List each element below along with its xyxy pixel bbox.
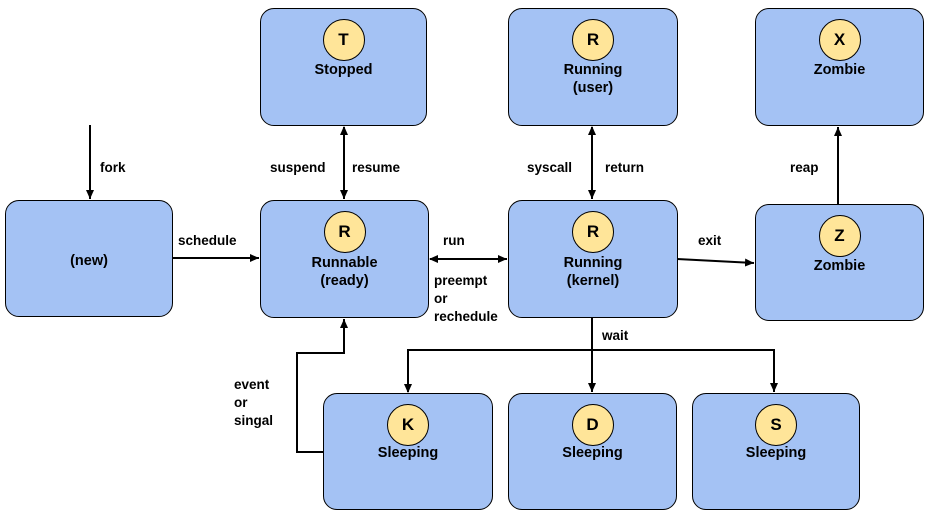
state-letter: Z: [818, 215, 861, 257]
edge-label-syscall: syscall: [527, 160, 573, 175]
node-running-user: R Running (user): [508, 8, 678, 126]
exit-arrow: [676, 258, 755, 267]
state-letter: K: [387, 404, 429, 446]
state-label: Sleeping: [562, 445, 623, 461]
node-sleeping-k: K Sleeping: [323, 393, 493, 510]
node-zombie: Z Zombie: [755, 204, 924, 321]
state-letter: T: [322, 19, 365, 61]
node-stopped: T Stopped: [260, 8, 427, 126]
state-letter: R: [323, 211, 366, 253]
state-letter: R: [572, 19, 614, 61]
edge-label-run: run: [443, 233, 465, 248]
state-label: Running (user): [563, 62, 623, 96]
state-label: Sleeping: [745, 445, 807, 461]
node-sleeping-d: D Sleeping: [508, 393, 677, 510]
edge-label-exit: exit: [698, 233, 722, 248]
event-signal-arrow: [296, 319, 348, 453]
state-label: Runnable (ready): [311, 255, 378, 289]
state-label: Running (kernel): [563, 255, 623, 289]
edge-label-return: return: [605, 160, 645, 175]
state-letter: X: [818, 19, 861, 61]
state-label: Sleeping: [377, 445, 439, 461]
state-label: Zombie: [813, 258, 866, 274]
edge-label-reap: reap: [790, 160, 819, 175]
state-label: (new): [70, 253, 108, 269]
node-zombie-top: X Zombie: [755, 8, 924, 126]
state-label: Stopped: [314, 62, 373, 78]
node-runnable: R Runnable (ready): [260, 200, 429, 318]
edge-label-wait: wait: [602, 328, 629, 343]
state-letter: D: [571, 404, 614, 446]
edge-label-suspend: suspend: [270, 160, 326, 175]
edge-label-fork: fork: [100, 160, 126, 175]
node-new: (new): [5, 200, 173, 317]
edge-label-schedule: schedule: [178, 233, 237, 248]
state-letter: R: [572, 211, 614, 253]
state-label: Zombie: [813, 62, 866, 78]
edge-label-event: event or singal: [234, 377, 274, 428]
wait-branch-line: [404, 349, 778, 393]
node-running-kernel: R Running (kernel): [508, 200, 678, 318]
state-letter: S: [755, 404, 797, 446]
edge-label-preempt: preempt or rechedule: [434, 273, 498, 324]
node-sleeping-s: S Sleeping: [692, 393, 860, 510]
edge-label-resume: resume: [352, 160, 401, 175]
